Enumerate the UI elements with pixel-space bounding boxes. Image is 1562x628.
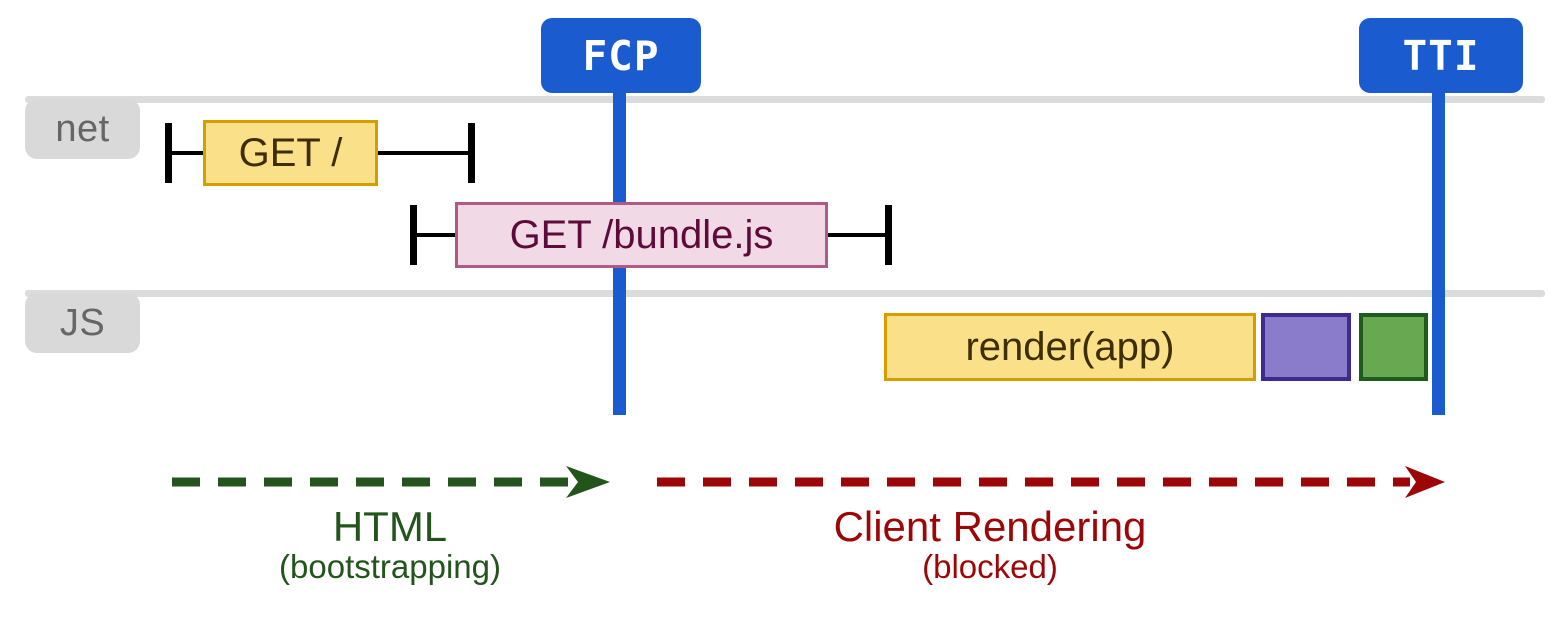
network-request-bar-get-bundle[interactable]: GET /bundle.js xyxy=(455,202,828,268)
track-label-net-text: net xyxy=(55,107,110,150)
whisker-line-end xyxy=(375,151,475,155)
html-phase-subtitle: (bootstrapping) xyxy=(279,547,501,585)
html-phase-caption: HTML (bootstrapping) xyxy=(220,503,560,585)
whisker-cap-end xyxy=(885,205,892,265)
js-task-render-app[interactable]: render(app) xyxy=(884,313,1256,381)
whisker-line-end xyxy=(825,233,890,237)
tti-marker-flag[interactable]: TTI xyxy=(1359,18,1523,93)
network-request-label-get-root: GET / xyxy=(238,131,343,175)
fcp-marker-flag[interactable]: FCP xyxy=(541,18,701,93)
html-phase-arrow xyxy=(172,466,610,498)
js-track-separator xyxy=(25,290,1545,297)
client-rendering-phase-caption: Client Rendering (blocked) xyxy=(760,503,1220,585)
js-task-label-render-app: render(app) xyxy=(965,325,1175,369)
network-request-bar-get-root[interactable]: GET / xyxy=(203,120,378,186)
fcp-marker-label: FCP xyxy=(582,31,660,80)
whisker-cap-end xyxy=(468,123,475,183)
html-phase-title: HTML xyxy=(332,503,448,550)
track-label-js-text: JS xyxy=(59,301,106,344)
network-request-label-get-bundle: GET /bundle.js xyxy=(509,213,774,257)
client-rendering-phase-title: Client Rendering xyxy=(833,503,1147,550)
client-rendering-phase-arrow xyxy=(657,466,1445,498)
network-request-get-root[interactable]: GET / xyxy=(165,120,475,186)
tti-marker-label: TTI xyxy=(1402,31,1480,80)
net-track-separator xyxy=(25,96,1545,103)
tti-marker-line xyxy=(1432,86,1445,415)
whisker-line-start xyxy=(410,233,458,237)
js-task-green[interactable] xyxy=(1359,313,1428,381)
js-task-purple[interactable] xyxy=(1261,313,1351,381)
network-request-get-bundle[interactable]: GET /bundle.js xyxy=(410,202,892,268)
whisker-line-start xyxy=(165,151,210,155)
track-label-js: JS xyxy=(25,293,140,353)
track-label-net: net xyxy=(25,99,140,159)
client-rendering-phase-subtitle: (blocked) xyxy=(922,547,1058,585)
